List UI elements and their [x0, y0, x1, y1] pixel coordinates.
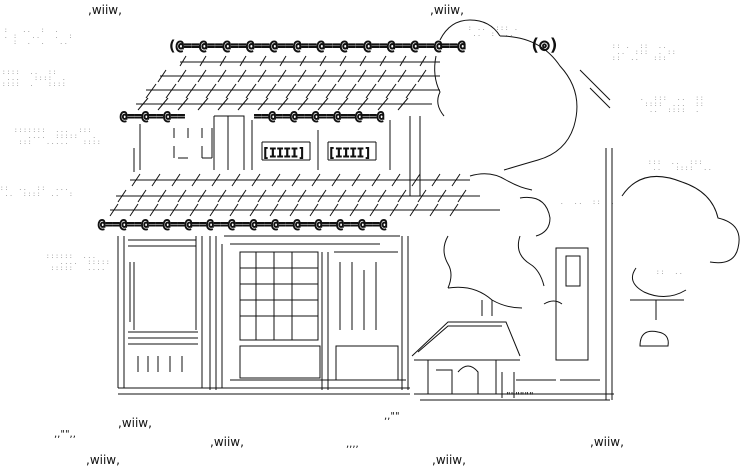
ground-line: [414, 379, 614, 401]
upper-left-window: [IIII]: [262, 146, 305, 160]
cloud-bubble: [621, 175, 740, 347]
roof-tiles-upper: [136, 55, 440, 111]
upper-floor: [133, 115, 421, 196]
utility-pole: [579, 69, 613, 400]
dither-patch: :::: .. :: ... :::: . :::: . ::::: [2, 69, 67, 88]
dog-house: [411, 300, 521, 398]
dither-patch: . .. :: .: [560, 199, 616, 206]
bird-icon: (◎): [530, 35, 559, 54]
dither-patch: :: . :: .. .. ::: . :: :: .. :::: [612, 43, 677, 62]
roof-mid-chain-right: ==@==@==@==@==@==@: [254, 109, 384, 123]
upper-right-window: [IIII]: [328, 146, 371, 160]
grass-tuft: ,wiiw,: [430, 3, 464, 17]
grass-ticks: ,,,,: [346, 439, 359, 450]
dither-patch: ::: .. ::: .. :::: ..: [648, 159, 713, 172]
grass-tuft: ,wiiw,: [432, 453, 466, 467]
dither-patch: ::::::: ... ::: .... ::::: . ::: ..... :…: [14, 127, 102, 146]
grass-tuft: ,wiiw,: [86, 453, 120, 467]
mailbox: [555, 247, 589, 361]
dither-patch: . ::: .. :: :::: ... :: .. :::: .: [640, 95, 705, 114]
grass-tuft: ,wiiw,: [210, 435, 244, 449]
roof-mid-chain: @==@==@==: [120, 109, 185, 123]
dither-patch: :::::: ... .... ::::: ::::: ....: [46, 253, 111, 272]
dither-patch: :: .. :: ... .. :::: .. :: [0, 185, 74, 198]
grass-tuft: ,wiiw,: [590, 435, 624, 449]
grass-tuft: ,wiiw,: [118, 416, 152, 430]
roof-eave-chain: @==@==@==@==@==@==@==@==@==@==@==@==@==@: [98, 217, 387, 231]
dither-patch: :: ..: [656, 269, 684, 276]
ground-floor: [117, 235, 410, 395]
dither-patch: : .. ::: . .. : ..: [468, 25, 519, 38]
roof-tiles-lower: [109, 173, 500, 217]
dither-patch: : .. : . . : .. . : : . . ..: [4, 27, 74, 46]
grass-ticks: """""": [506, 391, 534, 402]
roof-ridge-chain: (@==@==@==@==@==@==@==@==@==@==@==@==@: [168, 39, 466, 54]
grass-ticks: ,,"": [384, 411, 400, 422]
grass-tuft: ,wiiw,: [88, 3, 122, 17]
grass-ticks: ,,"",,: [54, 429, 76, 440]
